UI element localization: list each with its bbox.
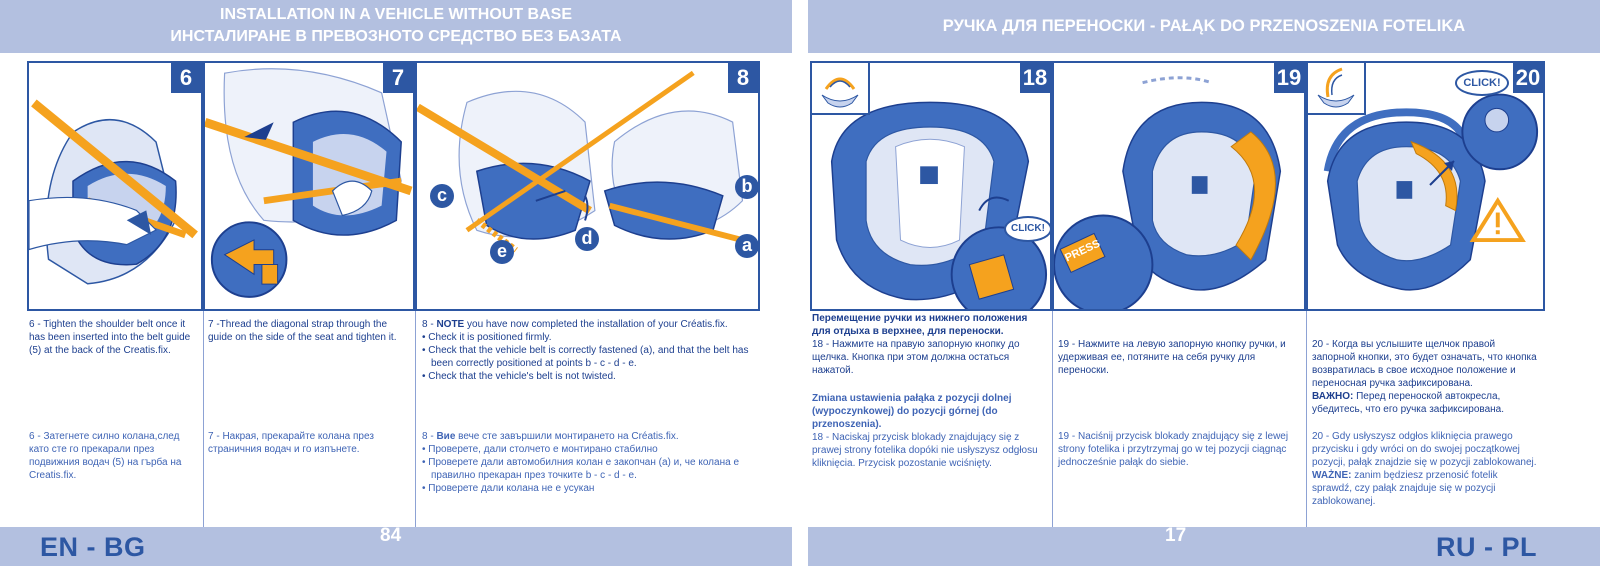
- checklist-en: • Check it is positioned firmly. • Check…: [422, 331, 752, 383]
- instruction-bg-7: 7 - Накрая, прекарайте колана през стран…: [208, 431, 374, 455]
- callout-a-label: a: [741, 235, 752, 255]
- step-number-8: 8: [728, 63, 758, 93]
- click-bubble-18: CLICK!: [1004, 216, 1050, 242]
- text-ru-step-20: 20 - Когда вы услышите щелчок правой зап…: [1312, 338, 1540, 416]
- text-bg-step-7: 7 - Накрая, прекарайте колана през стран…: [208, 430, 398, 456]
- callout-c-label: c: [436, 185, 447, 205]
- step-number-6: 6: [171, 63, 201, 93]
- text-bg-step-6: 6 - Затегнете силно колана,след като сте…: [29, 430, 199, 482]
- header-title-ru-pl: РУЧКА ДЛЯ ПЕРЕНОСКИ - PAŁĄK DO PRZENOSZE…: [942, 17, 1466, 35]
- warning-pl-20: WAŻNE: zanim będziesz przenosić fotelik …: [1312, 469, 1540, 508]
- callout-e-label: e: [496, 241, 507, 261]
- instruction-bg-6: 6 - Затегнете силно колана,след като сте…: [29, 431, 182, 481]
- warning-text: zanim będziesz przenosić fotelik sprawdź…: [1312, 470, 1498, 507]
- illustration-step-6: [29, 99, 198, 285]
- header-left: INSTALLATION IN A VEHICLE WITHOUT BASE И…: [0, 0, 792, 53]
- step-prefix: 8 -: [422, 319, 437, 330]
- warning-ru-20: ВАЖНО: Перед переноской автокресла, убед…: [1312, 390, 1540, 416]
- handle-thumbnail-18: [812, 63, 870, 115]
- step-number-20: 20: [1513, 63, 1543, 93]
- instruction-pl-20: 20 - Gdy usłyszysz odgłos kliknięcia pra…: [1312, 431, 1537, 468]
- illustration-step-18: [830, 101, 1048, 309]
- column-divider: [415, 311, 416, 527]
- click-bubble-20: CLICK!: [1455, 70, 1509, 96]
- instruction-pl-18: 18 - Naciskaj przycisk blokady znajdując…: [812, 432, 1038, 469]
- list-item: • Check it is positioned firmly.: [422, 332, 552, 343]
- instruction-ru-20: 20 - Когда вы услышите щелчок правой зап…: [1312, 339, 1537, 389]
- illustration-step-19: [1054, 76, 1282, 309]
- language-code-right: RU - PL: [1436, 532, 1537, 562]
- header-title-en: INSTALLATION IN A VEHICLE WITHOUT BASE: [220, 6, 572, 23]
- text-pl-step-20: 20 - Gdy usłyszysz odgłos kliknięcia pra…: [1312, 430, 1540, 508]
- callout-a: [735, 234, 758, 258]
- list-item: • Проверете дали колана не е усукан: [422, 483, 595, 494]
- instruction-en-6: 6 - Tighten the shoulder belt once it ha…: [29, 319, 191, 356]
- warning-text: Перед переноской автокресла, убедитесь, …: [1312, 391, 1505, 415]
- checklist-bg: • Проверете, дали столчето е монтирано с…: [422, 443, 742, 495]
- header-title-bg: ИНСТАЛИРАНЕ В ПРЕВОЗНОТО СРЕДСТВО БЕЗ БА…: [170, 28, 622, 45]
- figure-step-19: PRESS 19: [1052, 61, 1306, 311]
- text-en-step-8: 8 - NOTE you have now completed the inst…: [422, 318, 752, 383]
- header-right: РУЧКА ДЛЯ ПЕРЕНОСКИ - PAŁĄK DO PRZENOSZE…: [808, 0, 1600, 53]
- list-item: • Check that the vehicle's belt is not t…: [422, 371, 616, 382]
- note-label: NOTE: [436, 319, 465, 330]
- figure-step-20: CLICK! 20: [1306, 61, 1545, 311]
- callout-e: [490, 240, 514, 264]
- handle-diagram-icon: [821, 77, 859, 108]
- arrow-icon: [1429, 160, 1455, 186]
- text-pl-step-18: Zmiana ustawienia pałąka z pozycji dolne…: [812, 392, 1047, 470]
- footer-left: EN - BG 84: [0, 525, 792, 566]
- step-number-19: 19: [1274, 63, 1304, 93]
- list-item: • Check that the vehicle belt is correct…: [422, 345, 749, 369]
- text-pl-step-19: 19 - Naciśnij przycisk blokady znajdując…: [1058, 430, 1300, 469]
- handle-thumbnail-20: [1308, 63, 1366, 115]
- note-text: you have now completed the installation …: [464, 319, 728, 330]
- page-number-right: 17: [1165, 525, 1187, 546]
- callout-d: [575, 227, 599, 251]
- illustration-step-20: [1323, 93, 1539, 291]
- instruction-bg-8-heading: 8 - Вие вече сте завършили монтирането н…: [422, 430, 742, 443]
- instruction-en-7: 7 -Thread the diagonal strap through the…: [208, 319, 397, 343]
- instruction-en-8-heading: 8 - NOTE you have now completed the inst…: [422, 318, 752, 331]
- list-item: • Проверете, дали столчето е монтирано с…: [422, 444, 658, 455]
- figure-step-6: 6: [27, 61, 203, 311]
- figure-step-8: c e d b a 8: [415, 61, 760, 311]
- callout-c: [430, 184, 454, 208]
- callout-b: [735, 175, 758, 199]
- section-title-pl: Zmiana ustawienia pałąka z pozycji dolne…: [812, 393, 1012, 430]
- illustration-step-8: [417, 70, 744, 253]
- column-divider: [203, 311, 204, 527]
- instruction-pl-19: 19 - Naciśnij przycisk blokady znajdując…: [1058, 431, 1289, 468]
- column-divider: [1052, 311, 1053, 527]
- note-text: вече сте завършили монтирането на Créati…: [455, 431, 679, 442]
- text-ru-step-18: Перемещение ручки из нижнего положения д…: [812, 312, 1047, 377]
- warning-label: ВАЖНО:: [1312, 391, 1354, 402]
- column-divider: [1306, 311, 1307, 527]
- figure-step-7: 7: [203, 61, 415, 311]
- list-item: • Проверете дали автомобилния колан е за…: [422, 457, 740, 481]
- instruction-ru-19: 19 - Нажмите на левую запорную кнопку ру…: [1058, 339, 1286, 376]
- handle-diagram-icon-20: [1317, 67, 1355, 108]
- warning-label: WAŻNE:: [1312, 470, 1352, 481]
- instruction-ru-18: 18 - Нажмите на правую запорную кнопку д…: [812, 339, 1020, 376]
- text-ru-step-19: 19 - Нажмите на левую запорную кнопку ру…: [1058, 338, 1300, 377]
- page-number-left: 84: [380, 525, 402, 546]
- figure-step-18: CLICK! 18: [810, 61, 1052, 311]
- step-number-18: 18: [1020, 63, 1050, 93]
- text-en-step-6: 6 - Tighten the shoulder belt once it ha…: [29, 318, 199, 357]
- callout-b-label: b: [741, 176, 753, 196]
- illustration-step-7: [205, 68, 413, 298]
- language-code-left: EN - BG: [40, 532, 146, 562]
- step-number-7: 7: [383, 63, 413, 93]
- step-prefix: 8 -: [422, 431, 437, 442]
- callout-d-label: d: [581, 228, 593, 248]
- section-title-ru: Перемещение ручки из нижнего положения д…: [812, 313, 1028, 337]
- text-bg-step-8: 8 - Вие вече сте завършили монтирането н…: [422, 430, 742, 495]
- footer-right: 17 RU - PL: [808, 525, 1600, 566]
- text-en-step-7: 7 -Thread the diagonal strap through the…: [208, 318, 413, 344]
- note-label: Вие: [436, 431, 456, 442]
